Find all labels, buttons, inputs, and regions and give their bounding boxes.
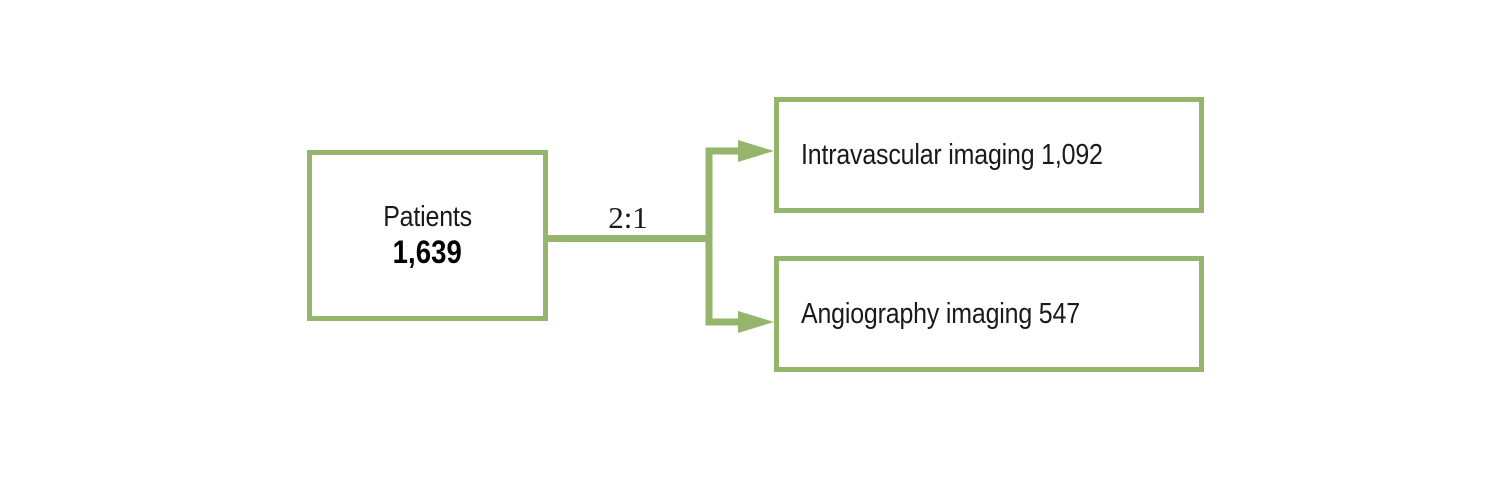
node-patients-label: Patients (383, 200, 472, 233)
arrowhead-top-icon (738, 140, 774, 162)
node-angiography-imaging: Angiography imaging 547 (774, 256, 1204, 372)
node-patients: Patients 1,639 (307, 150, 548, 321)
arrowhead-bottom-icon (738, 311, 774, 333)
randomization-ratio-label: 2:1 (608, 200, 648, 235)
node-patients-value: 1,639 (392, 233, 463, 270)
node-intravascular-imaging-label: Intravascular imaging 1,092 (801, 138, 1103, 171)
node-angiography-imaging-label: Angiography imaging 547 (801, 297, 1080, 330)
node-intravascular-imaging: Intravascular imaging 1,092 (774, 97, 1204, 213)
